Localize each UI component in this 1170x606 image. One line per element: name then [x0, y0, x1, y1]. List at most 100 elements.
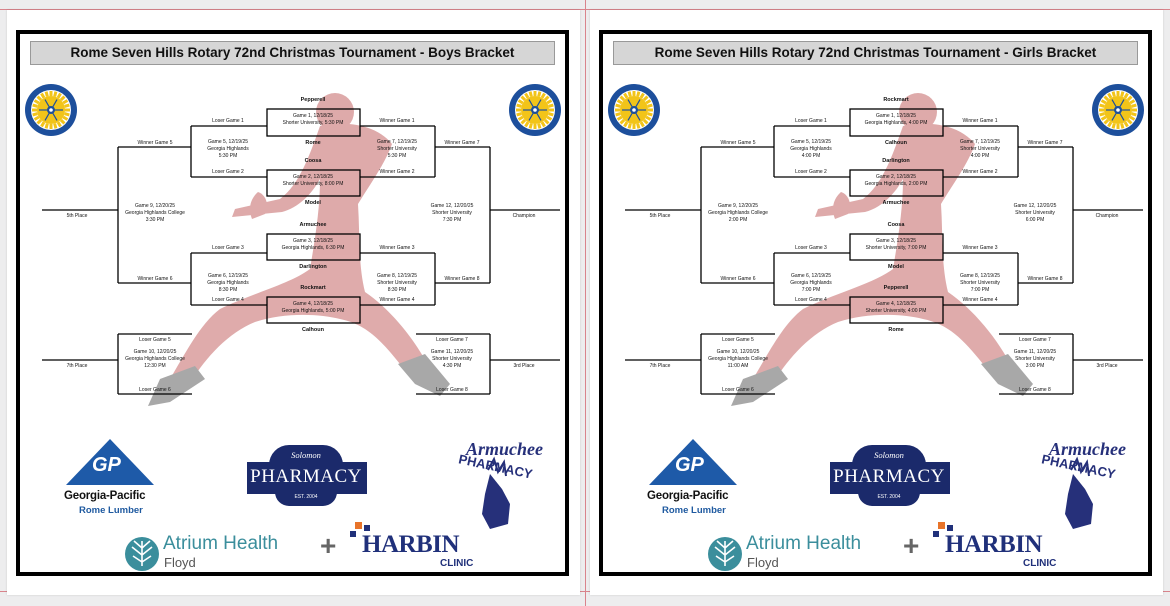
game-info: Game 11, 12/20/25 [1013, 349, 1057, 355]
bracket-label: Winner Game 6 [720, 276, 756, 282]
game-info: 4:30 PM [442, 363, 462, 369]
game-info: 3:30 PM [145, 217, 165, 223]
game-info: Georgia Highlands [790, 146, 832, 152]
game-info: Game 5, 12/19/25 [207, 139, 249, 145]
rotary-emblem-left [25, 84, 77, 136]
pharmacy-name: Solomon [874, 450, 904, 460]
game-info: Game 11, 12/20/25 [430, 349, 474, 355]
gp-sub: Rome Lumber [662, 505, 726, 516]
game-info: Shorter University [960, 280, 1000, 286]
bracket-label: Loser Game 3 [212, 245, 244, 251]
harbin-clinic: CLINIC [1023, 558, 1057, 569]
game-info: Game 4, 12/18/25 [292, 301, 334, 307]
game-info: Game 9, 12/20/25 [717, 203, 759, 209]
team-name: Rockmart [300, 285, 326, 291]
team-name: Rome [305, 140, 321, 146]
harbin-name: HARBIN [945, 531, 1043, 558]
bracket-label: Loser Game 2 [795, 169, 827, 175]
game-info: Game 3, 12/18/25 [875, 238, 917, 244]
bracket-label: Winner Game 6 [137, 276, 173, 282]
game-info: 8:30 PM [218, 287, 238, 293]
bracket-label: Winner Game 7 [444, 140, 480, 146]
pharmacy-word: PHARMACY [250, 466, 362, 487]
game-info: Georgia Highlands College [708, 356, 768, 362]
game-info: Game 4, 12/18/25 [875, 301, 917, 307]
bracket-label: Winner Game 5 [720, 140, 756, 146]
game-info: 7:00 PM [801, 287, 821, 293]
team-name: Pepperell [883, 285, 909, 291]
bracket-label: 7th Place [66, 363, 88, 369]
game-info: Georgia Highlands College [125, 210, 185, 216]
pharmacy-name: Solomon [291, 450, 321, 460]
gp-name: Georgia-Pacific [64, 490, 146, 502]
game-info: Georgia Highlands College [708, 210, 768, 216]
game-info: 4:00 PM [801, 153, 821, 159]
game-info: 3:00 PM [1025, 363, 1045, 369]
pharm-box [247, 462, 367, 494]
bracket-label: Loser Game 6 [722, 387, 754, 393]
game-info: Game 7, 12/19/25 [959, 139, 1001, 145]
bracket-lines [608, 84, 1144, 571]
plus-sign: + [320, 530, 337, 561]
team-name: Rockmart [883, 97, 909, 103]
game-info: Shorter University, 5:30 PM [282, 120, 344, 126]
pharm-box [830, 462, 950, 494]
gp-sub: Rome Lumber [79, 505, 143, 516]
bracket-label: Loser Game 4 [212, 297, 244, 303]
bracket-label: Winner Game 3 [962, 245, 998, 251]
atrium-health-name: Atrium Health [163, 533, 279, 554]
game-info: Georgia Highlands, 6:30 PM [281, 245, 345, 251]
georgia-pacific-logo [66, 439, 154, 485]
game-info: Georgia Highlands College [125, 356, 185, 362]
game-info: 4:00 PM [970, 153, 990, 159]
girls-sheet: Rome Seven Hills Rotary 72nd Christmas T… [590, 10, 1163, 595]
team-name: Coosa [304, 158, 322, 164]
boys-sheet: Rome Seven Hills Rotary 72nd Christmas T… [7, 10, 580, 595]
game-info: Shorter University [377, 280, 417, 286]
atrium-floyd: Floyd [747, 555, 779, 570]
game-info: Game 5, 12/19/25 [790, 139, 832, 145]
bracket-label: Winner Game 4 [379, 297, 415, 303]
game-info: 7:00 PM [970, 287, 990, 293]
game-info: 2:00 PM [728, 217, 748, 223]
pharm-bot [275, 492, 337, 506]
bracket-label: Loser Game 5 [722, 337, 754, 343]
game-info: 8:30 PM [387, 287, 407, 293]
bracket-label: Loser Game 1 [212, 118, 244, 124]
game-info: 5:30 PM [218, 153, 238, 159]
team-name: Rome [888, 327, 904, 333]
bracket-label: Loser Game 7 [436, 337, 468, 343]
rotary-emblem-left [608, 84, 660, 136]
game-info: Game 12, 12/20/25 [1013, 203, 1057, 209]
bracket-label: 5th Place [649, 213, 671, 219]
team-name: Model [305, 200, 321, 206]
bracket-label: 3rd Place [513, 363, 535, 369]
bracket-label: Loser Game 4 [795, 297, 827, 303]
game-info: Game 1, 12/18/25 [292, 113, 334, 119]
bracket-label: Loser Game 8 [436, 387, 468, 393]
team-name: Calhoun [302, 327, 324, 333]
atrium-health-mark [708, 537, 742, 571]
game-info: Game 1, 12/18/25 [875, 113, 917, 119]
sneaker-shape [148, 354, 450, 406]
game-info: Game 3, 12/18/25 [292, 238, 334, 244]
team-name: Darlington [299, 264, 327, 270]
game-info: Georgia Highlands [207, 146, 249, 152]
bracket-label: Loser Game 8 [1019, 387, 1051, 393]
team-name: Calhoun [885, 140, 907, 146]
team-name: Armuchee [299, 222, 327, 228]
team-name: Pepperell [300, 97, 326, 103]
bracket-label: Loser Game 3 [795, 245, 827, 251]
bracket-label: Loser Game 5 [139, 337, 171, 343]
game-info: Game 12, 12/20/25 [430, 203, 474, 209]
bracket-label: Winner Game 7 [1027, 140, 1063, 146]
game-info: Shorter University [432, 356, 472, 362]
bracket-label: Winner Game 2 [379, 169, 415, 175]
game-info: Game 6, 12/19/25 [207, 273, 249, 279]
game-info: Shorter University, 7:00 PM [865, 245, 927, 251]
harbin-name: HARBIN [362, 531, 460, 558]
bracket-label: Champion [1095, 213, 1119, 219]
bracket-label: Loser Game 1 [795, 118, 827, 124]
harbin-clinic: CLINIC [440, 558, 474, 569]
